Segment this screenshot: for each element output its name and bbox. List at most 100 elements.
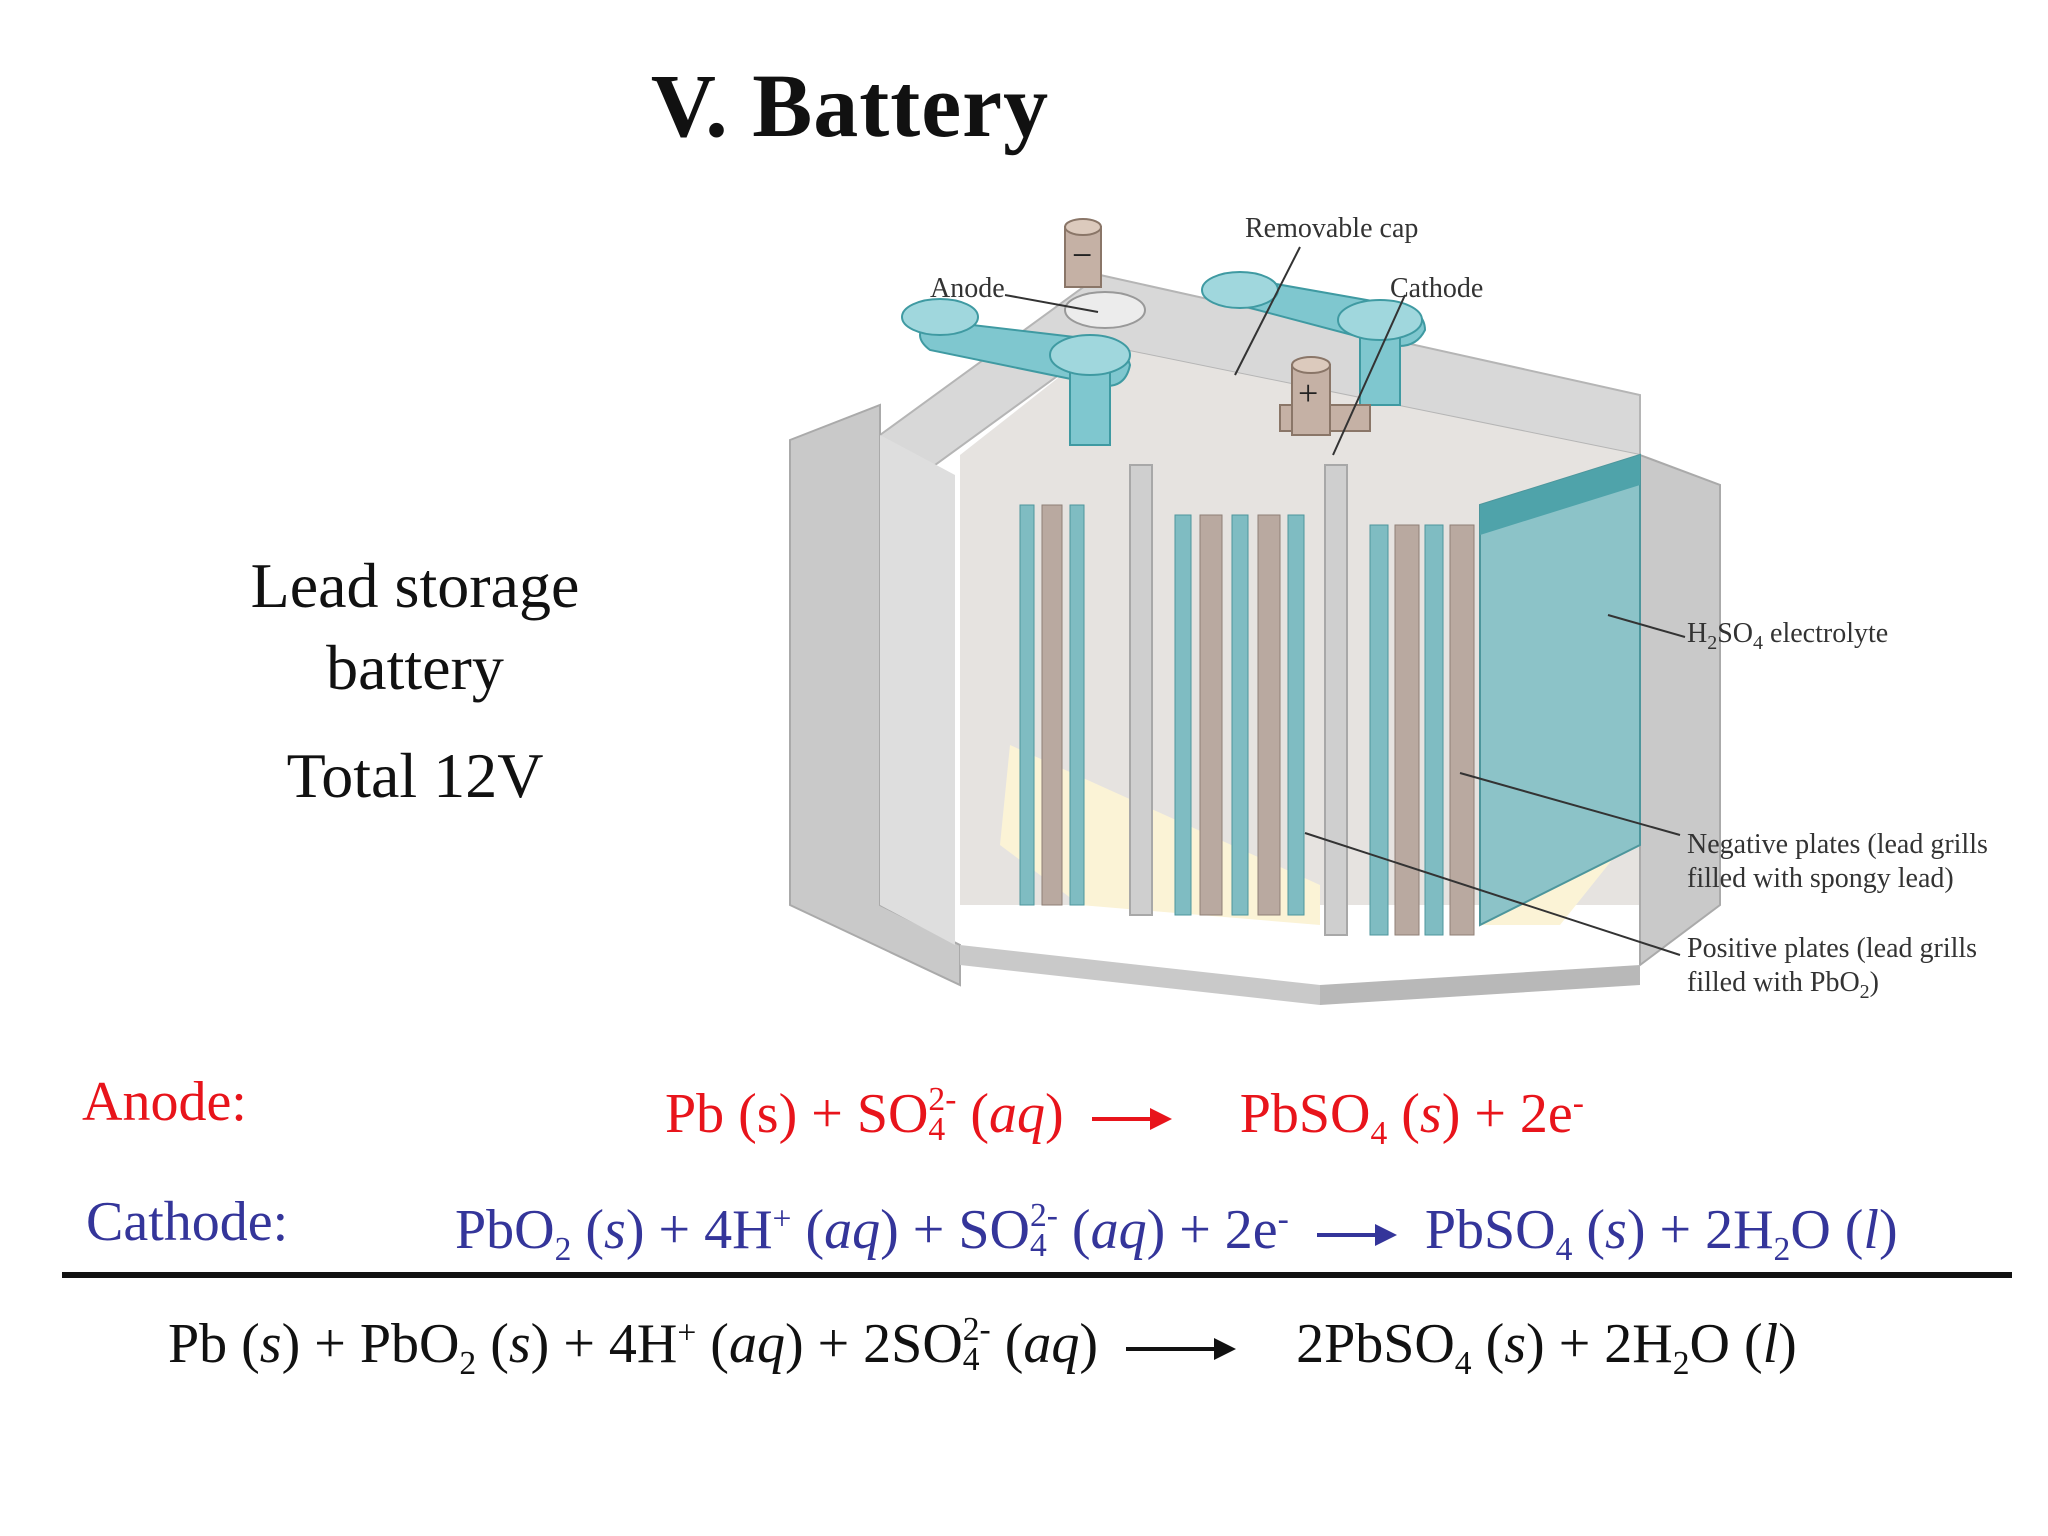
cathode-r-f: aq bbox=[824, 1199, 881, 1261]
anode-product-d: ) + 2e bbox=[1441, 1083, 1573, 1145]
cathode-p-b: ( bbox=[1572, 1199, 1606, 1261]
cathode-r-b: ( bbox=[571, 1199, 605, 1261]
overall-p-c: s bbox=[1504, 1313, 1527, 1375]
anode-product-b: ( bbox=[1387, 1083, 1420, 1145]
cathode-arrow bbox=[1316, 1224, 1397, 1247]
cathode-terminal-top bbox=[1291, 356, 1331, 374]
anode-terminal-top bbox=[1064, 218, 1102, 236]
overall-p-f: l bbox=[1762, 1313, 1779, 1375]
overall-p-b: ( bbox=[1471, 1313, 1505, 1375]
cathode-label: Cathode: bbox=[86, 1191, 289, 1253]
label-electrolyte: H2SO4 electrolyte bbox=[1687, 618, 1888, 654]
cathode-r-sub1: 2 bbox=[554, 1230, 572, 1268]
cathode-r-sup1: + bbox=[772, 1200, 792, 1238]
plate-teal bbox=[1019, 504, 1035, 906]
anode-arrow bbox=[1091, 1108, 1172, 1131]
plate-brown bbox=[1257, 514, 1281, 916]
label-positive-plates-1: Positive plates (lead grills bbox=[1687, 933, 1977, 964]
cathode-sulfate-charge: 2-4 bbox=[1029, 1198, 1058, 1265]
anode-product-sup: - bbox=[1572, 1084, 1584, 1122]
overall-r-f: ) + 4H bbox=[530, 1313, 678, 1375]
battery-left-wall-inner bbox=[880, 435, 955, 945]
leader-anode bbox=[1004, 294, 1099, 313]
battery-bottom-right bbox=[1320, 965, 1640, 1005]
electrolyte-h: H bbox=[1687, 618, 1707, 649]
label-negative-plates-1: Negative plates (lead grills bbox=[1687, 829, 1988, 860]
battery-bottom bbox=[960, 945, 1320, 1005]
overall-p-g: ) bbox=[1778, 1313, 1797, 1375]
plate-teal bbox=[1069, 504, 1085, 906]
terminal-plus-symbol: + bbox=[1298, 373, 1318, 413]
cathode-p-e: O ( bbox=[1790, 1199, 1864, 1261]
cathode-p-sub2: 2 bbox=[1773, 1230, 1791, 1268]
anode-reactant-d: ) bbox=[1045, 1083, 1064, 1145]
plate-teal bbox=[1287, 514, 1305, 916]
connector-left-cap bbox=[901, 298, 979, 336]
overall-p-e: O ( bbox=[1689, 1313, 1763, 1375]
pos-line2-a: filled with PbO bbox=[1687, 967, 1860, 998]
connector-mid-cap bbox=[1201, 271, 1279, 309]
overall-p-a: 2PbSO bbox=[1296, 1313, 1455, 1375]
anode-product-c: s bbox=[1419, 1083, 1442, 1145]
cathode-r-g: ) + SO bbox=[880, 1199, 1030, 1261]
label-negative-plates-2: filled with spongy lead) bbox=[1687, 863, 1954, 894]
cathode-r-sup2: - bbox=[1277, 1200, 1289, 1238]
overall-r-k: aq bbox=[1023, 1313, 1080, 1375]
cathode-p-a: PbSO bbox=[1424, 1199, 1556, 1261]
overall-r-i: ) + 2SO bbox=[784, 1313, 963, 1375]
negative-plate-large bbox=[1479, 453, 1641, 927]
cathode-r-c: s bbox=[604, 1199, 626, 1261]
connector-post-2-cap bbox=[1337, 299, 1423, 341]
anode-reactant-b: ( bbox=[956, 1083, 990, 1145]
leader-positive-plates bbox=[1304, 832, 1681, 956]
ion-sub: 4 bbox=[928, 1111, 946, 1149]
overall-r-j: ( bbox=[990, 1313, 1024, 1375]
overall-r-e: s bbox=[508, 1313, 531, 1375]
cell-divider-1 bbox=[1129, 464, 1153, 916]
pos-line2-sub: 2 bbox=[1860, 981, 1870, 1003]
overall-r-g: ( bbox=[696, 1313, 729, 1375]
overall-p-sub2: 2 bbox=[1672, 1344, 1690, 1382]
anode-reactant-a: Pb (s) + SO bbox=[665, 1083, 929, 1145]
plate-brown bbox=[1041, 504, 1063, 906]
overall-r-c: ) + PbO bbox=[281, 1313, 460, 1375]
lead-battery-diagram: − + Removable cap Anode Cathode H2SO4 el… bbox=[789, 213, 1988, 1005]
overall-r-sup1: + bbox=[677, 1314, 697, 1352]
sum-divider-line bbox=[62, 1272, 2012, 1278]
anode-reactant-c: aq bbox=[989, 1083, 1046, 1145]
ion-sub: 4 bbox=[1029, 1227, 1047, 1265]
plate-brown bbox=[1449, 524, 1475, 936]
sulfate-ion-charge: 2-4 bbox=[928, 1080, 957, 1149]
cathode-p-c: s bbox=[1605, 1199, 1627, 1261]
anode-product-a: PbSO bbox=[1239, 1083, 1371, 1145]
cathode-r-h: ( bbox=[1057, 1199, 1091, 1261]
cathode-r-j: ) + 2e bbox=[1146, 1199, 1278, 1261]
cathode-p-f: l bbox=[1863, 1199, 1879, 1261]
plate-teal bbox=[1231, 514, 1249, 916]
total-voltage-label: Total 12V bbox=[286, 740, 544, 811]
overall-sulfate-charge: 2-4 bbox=[962, 1312, 991, 1379]
overall-arrow bbox=[1126, 1338, 1237, 1361]
ion-sup: 2- bbox=[928, 1080, 957, 1118]
overall-r-b: s bbox=[259, 1313, 282, 1375]
ion-sub: 4 bbox=[962, 1341, 980, 1379]
electrolyte-sub-4: 4 bbox=[1753, 632, 1763, 654]
anode-label: Anode: bbox=[82, 1071, 247, 1133]
electrolyte-sub-2: 2 bbox=[1707, 632, 1717, 654]
plate-brown bbox=[1394, 524, 1420, 936]
pos-line2-c: ) bbox=[1870, 967, 1879, 998]
cathode-r-a: PbO bbox=[455, 1199, 555, 1261]
overall-p-sub1: 4 bbox=[1454, 1344, 1472, 1382]
battery-name-text: Lead storage battery bbox=[250, 550, 580, 703]
plate-brown bbox=[1199, 514, 1223, 916]
leader-removable-cap bbox=[1234, 246, 1301, 376]
cathode-r-i: aq bbox=[1090, 1199, 1147, 1261]
overall-r-d: ( bbox=[476, 1313, 509, 1375]
terminal-minus-symbol: − bbox=[1072, 235, 1092, 275]
anode-product-sub: 4 bbox=[1370, 1114, 1388, 1152]
page-title: V. Battery bbox=[650, 57, 1050, 156]
cathode-p-sub1: 4 bbox=[1555, 1230, 1573, 1268]
cathode-p-g: ) bbox=[1878, 1199, 1898, 1261]
overall-r-l: ) bbox=[1079, 1313, 1099, 1375]
